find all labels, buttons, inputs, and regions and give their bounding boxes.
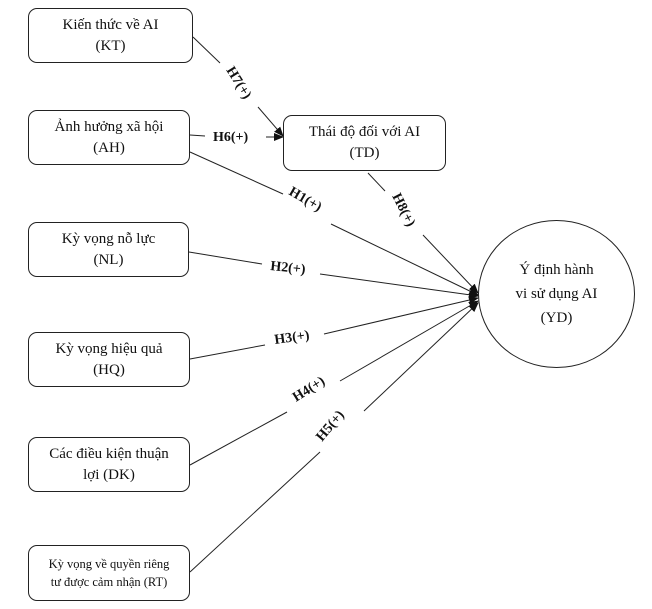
arrow-h8-segment-1 xyxy=(367,172,386,192)
construct-hq-code: (HQ) xyxy=(93,361,125,378)
label-h6: H6(+) xyxy=(213,130,249,145)
construct-yd: Ý định hành vi sử dụng AI (YD) xyxy=(478,220,635,368)
arrow-h4 xyxy=(339,300,479,382)
construct-ah-code: (AH) xyxy=(93,139,125,156)
construct-nl-code: (NL) xyxy=(93,251,124,268)
label-h8: H8(+) xyxy=(388,191,417,229)
construct-td-code: (TD) xyxy=(349,145,380,161)
construct-hq-name: Kỳ vọng hiệu quả xyxy=(55,340,163,357)
arrow-h7-segment-1 xyxy=(192,36,221,64)
construct-td-name: Thái độ đối với AI xyxy=(308,124,421,140)
label-h3: H3(+) xyxy=(273,328,310,348)
label-h7: H7(+) xyxy=(223,64,255,102)
arrow-h5-segment-1 xyxy=(189,451,321,573)
construct-dk-name: Các điều kiện thuận xyxy=(49,445,169,462)
construct-kt-name: Kiến thức về AI xyxy=(62,16,159,33)
construct-ah: Ảnh hưởng xã hội (AH) xyxy=(28,110,190,165)
construct-td: Thái độ đối với AI (TD) xyxy=(283,115,446,171)
label-h5: H5(+) xyxy=(314,408,348,445)
arrow-h1 xyxy=(330,223,479,296)
arrow-h8 xyxy=(422,234,479,294)
construct-nl-name: Kỳ vọng nỗ lực xyxy=(61,230,156,247)
construct-kt: Kiến thức về AI (KT) xyxy=(28,8,193,63)
arrow-h3-segment-1 xyxy=(189,344,266,360)
construct-rt: Kỳ vọng về quyền riêng tư được cảm nhận … xyxy=(28,545,190,601)
construct-hq: Kỳ vọng hiệu quả (HQ) xyxy=(28,332,190,387)
label-h2: H2(+) xyxy=(270,259,307,278)
construct-dk-code: lợi (DK) xyxy=(83,466,135,483)
construct-rt-name: Kỳ vọng về quyền riêng xyxy=(48,557,170,571)
arrow-h5 xyxy=(363,302,479,412)
label-h1: H1(+) xyxy=(286,184,324,215)
arrow-h7 xyxy=(257,106,284,137)
construct-yd-name-1: Ý định hành xyxy=(519,262,594,278)
construct-yd-name-2: vi sử dụng AI xyxy=(515,286,598,302)
arrow-h2-segment-1 xyxy=(188,251,263,265)
arrow-h6-segment-1 xyxy=(189,134,206,137)
label-h4: H4(+) xyxy=(290,374,328,406)
construct-ah-name: Ảnh hưởng xã hội xyxy=(54,118,164,135)
construct-nl: Kỳ vọng nỗ lực (NL) xyxy=(28,222,189,277)
arrow-h2 xyxy=(319,273,479,299)
arrow-h4-segment-1 xyxy=(189,411,288,466)
construct-kt-code: (KT) xyxy=(95,37,126,54)
construct-dk: Các điều kiện thuận lợi (DK) xyxy=(28,437,190,492)
construct-rt-code: tư được cảm nhận (RT) xyxy=(50,575,168,589)
arrow-h3 xyxy=(323,296,479,335)
arrow-h1-segment-1 xyxy=(189,151,284,195)
construct-yd-code: (YD) xyxy=(540,310,573,326)
